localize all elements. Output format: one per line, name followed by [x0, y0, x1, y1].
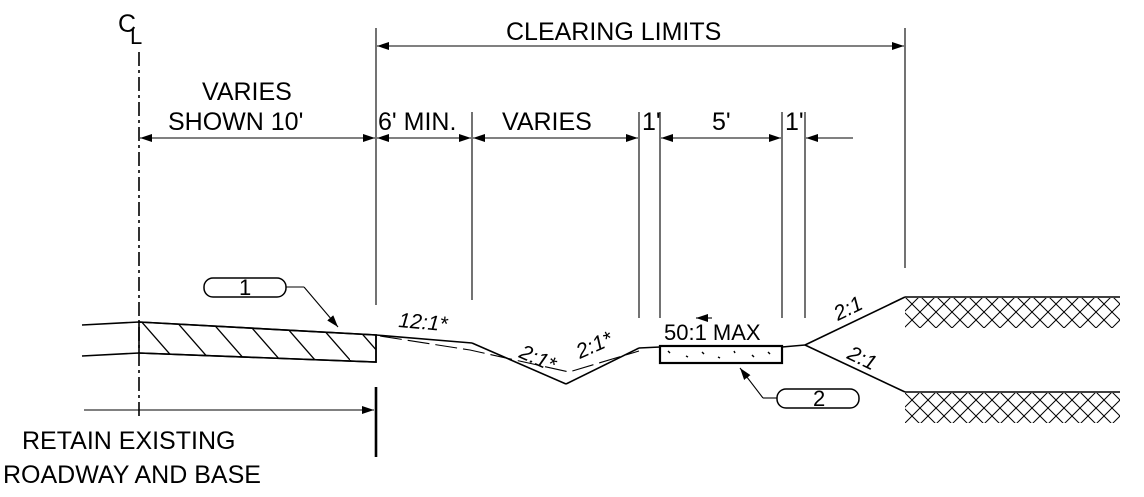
sidewalk	[658, 344, 784, 365]
slope-2-1-cut: 2:1	[829, 292, 866, 326]
slope-12-1: 12:1*	[398, 309, 450, 336]
five-foot-label: 5'	[712, 108, 731, 136]
slope-2-1-fill: 2:1	[843, 341, 880, 375]
clearing-limits-dimension: CLEARING LIMITS	[377, 18, 904, 50]
varies-mid-label: VARIES	[502, 108, 592, 136]
retain-line-2: ROADWAY AND BASE	[3, 461, 261, 489]
callout-1-label: 1	[239, 275, 251, 300]
retain-line-1: RETAIN EXISTING	[22, 427, 235, 455]
slope-2-1-right: 2:1*	[572, 327, 617, 364]
dimension-row: VARIES SHOWN 10' 6' MIN. VARIES 1' 5' 1'	[140, 78, 853, 142]
retain-existing-dimension: RETAIN EXISTING ROADWAY AND BASE	[3, 387, 378, 489]
shown-10-label: SHOWN 10'	[168, 108, 303, 136]
earth-hatch-upper	[905, 298, 1120, 328]
slope-50-1-max: 50:1 MAX	[664, 320, 761, 345]
callout-1: 1	[203, 275, 339, 328]
centerline-symbol: C	[118, 10, 136, 38]
callout-2: 2	[739, 367, 860, 411]
varies-top-label: VARIES	[202, 78, 292, 106]
earth-hatch-lower	[905, 393, 1120, 423]
clearing-limits-label: CLEARING LIMITS	[506, 18, 721, 46]
roadway-hatch	[138, 321, 377, 363]
one-foot-right-label: 1'	[785, 108, 804, 136]
six-min-label: 6' MIN.	[378, 108, 456, 136]
extension-lines	[375, 28, 906, 318]
centerline: C L	[118, 10, 142, 420]
centerline-sub: L	[130, 24, 142, 49]
one-foot-left-label: 1'	[642, 108, 661, 136]
callout-2-label: 2	[813, 386, 825, 411]
existing-roadway	[81, 321, 377, 363]
ground-profile	[375, 296, 1120, 423]
